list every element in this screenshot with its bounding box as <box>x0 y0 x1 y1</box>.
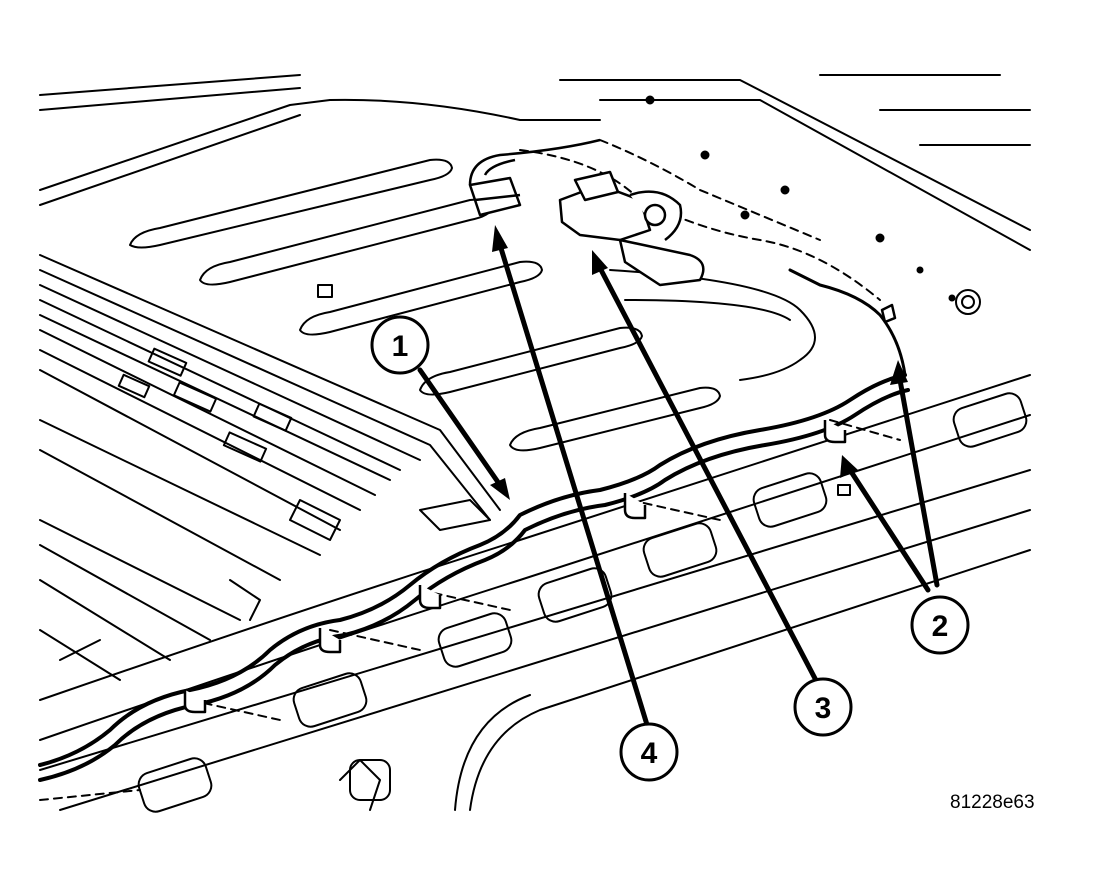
arrowheads <box>490 225 908 500</box>
figure-id: 81228e63 <box>950 792 1035 813</box>
sunroof-rail <box>39 254 501 681</box>
callout-4: 4 <box>619 722 679 782</box>
fasteners <box>645 95 981 315</box>
wire-harness <box>38 139 910 801</box>
header-cutouts <box>137 392 1028 813</box>
callout-2-label: 2 <box>932 610 949 643</box>
callout-3-label: 3 <box>815 692 832 725</box>
callout-4-label: 4 <box>641 737 658 770</box>
wire-connector <box>468 138 601 217</box>
callout-2: 2 <box>910 595 970 655</box>
retaining-clips <box>183 303 897 714</box>
electrical-connector <box>558 170 705 287</box>
callout-3: 3 <box>793 677 853 737</box>
callout-1-label: 1 <box>392 330 409 363</box>
leader-lines <box>417 242 940 731</box>
callout-1: 1 <box>370 315 430 375</box>
